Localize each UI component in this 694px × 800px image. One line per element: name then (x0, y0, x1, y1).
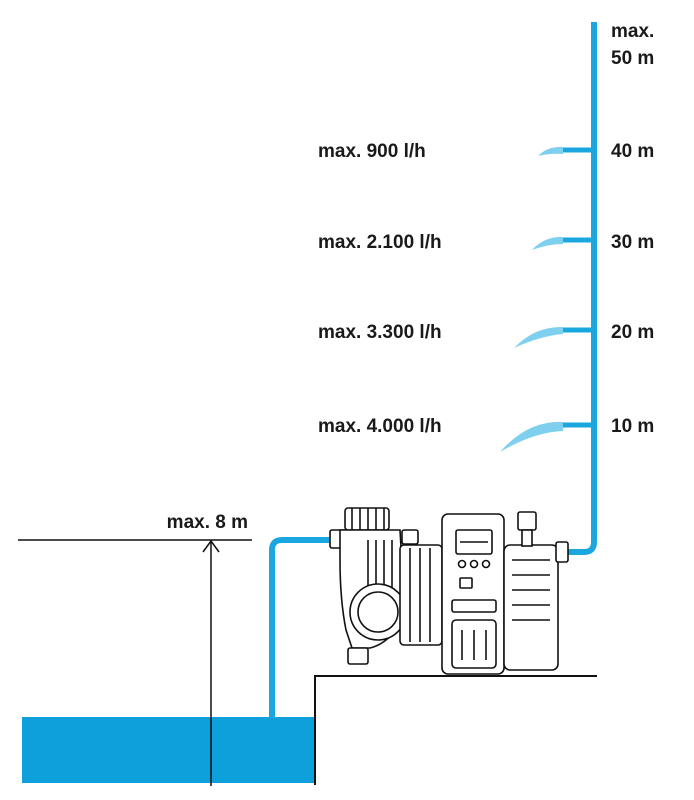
garden-pump-icon (329, 507, 569, 675)
height-label-10m: 10 m (611, 416, 654, 437)
discharge-pipe (560, 22, 597, 555)
flow-label-40m: max. 900 l/h (318, 141, 426, 162)
height-label-40m: 40 m (611, 141, 654, 162)
flow-label-10m: max. 4.000 l/h (318, 416, 442, 437)
suction-pipe (269, 537, 345, 718)
ground-outline (314, 675, 597, 785)
arrow-up-icon (202, 539, 220, 786)
flow-label-20m: max. 3.300 l/h (318, 322, 442, 343)
max-top-label: max. (611, 21, 654, 42)
water-jets (500, 146, 563, 452)
water-jet-10m (500, 421, 563, 452)
water-jet-20m (514, 326, 563, 348)
water-jet-40m (538, 146, 563, 156)
outlet-taps (562, 147, 592, 428)
water-reservoir (22, 717, 314, 783)
water-jet-30m (532, 236, 563, 250)
height-label-20m: 20 m (611, 322, 654, 343)
max-top-value: 50 m (611, 48, 654, 69)
flow-label-30m: max. 2.100 l/h (318, 232, 442, 253)
height-label-30m: 30 m (611, 232, 654, 253)
suction-height-label: max. 8 m (167, 512, 248, 533)
